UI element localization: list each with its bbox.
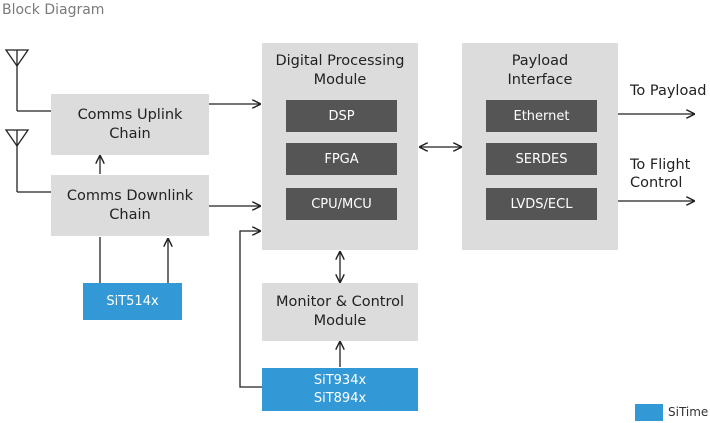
comms-uplink-chain-block: Comms Uplink Chain [51, 94, 209, 155]
to-payload-label: To Payload [630, 83, 707, 99]
dsp-block: DSP [286, 100, 397, 132]
comms-downlink-chain-block: Comms Downlink Chain [51, 175, 209, 236]
diagram-title: Block Diagram [2, 2, 105, 18]
antenna-icon [4, 49, 30, 111]
legend-label: SiTime [668, 405, 709, 419]
fpga-block: FPGA [286, 143, 397, 175]
legend-swatch [635, 404, 663, 421]
sit934x-sit894x-block: SiT934x SiT894x [262, 368, 418, 411]
serdes-block: SERDES [486, 143, 597, 175]
lvds-ecl-block: LVDS/ECL [486, 188, 597, 220]
sit514x-block: SiT514x [83, 283, 182, 320]
cpu-mcu-block: CPU/MCU [286, 188, 397, 220]
ethernet-block: Ethernet [486, 100, 597, 132]
to-flight-control-label: To Flight Control [630, 157, 691, 191]
antenna-icon [4, 129, 30, 192]
monitor-control-module-block: Monitor & Control Module [262, 283, 418, 341]
